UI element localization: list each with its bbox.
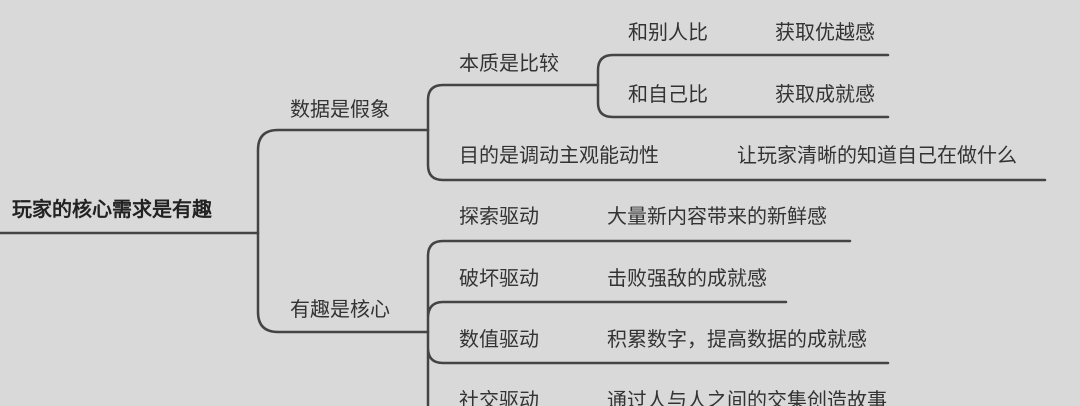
purpose-result-node: 让玩家清晰的知道自己在做什么 bbox=[737, 143, 1017, 167]
root-split-connector bbox=[256, 128, 430, 334]
driver-social-result: 通过人与人之间的交集创造故事 bbox=[607, 388, 887, 406]
branch-fun-node: 有趣是核心 bbox=[290, 297, 390, 321]
essence-node: 本质是比较 bbox=[459, 51, 559, 75]
compare-others-node: 和别人比 bbox=[628, 20, 708, 44]
driver-explore-result: 大量新内容带来的新鲜感 bbox=[607, 204, 827, 228]
root-node: 玩家的核心需求是有趣 bbox=[12, 197, 212, 221]
driver-destroy-node: 破坏驱动 bbox=[459, 266, 539, 290]
driver-numeric-node: 数值驱动 bbox=[459, 327, 539, 351]
driver-social-node: 社交驱动 bbox=[459, 388, 539, 406]
driver-explore-node: 探索驱动 bbox=[459, 204, 539, 228]
compare-self-node: 和自己比 bbox=[628, 82, 708, 106]
data-branch-connector bbox=[426, 83, 1047, 182]
essence-connector bbox=[596, 53, 890, 119]
achievement-node: 获取成就感 bbox=[775, 82, 875, 106]
superiority-node: 获取优越感 bbox=[775, 20, 875, 44]
fun-branch-connector bbox=[426, 239, 890, 406]
purpose-node: 目的是调动主观能动性 bbox=[459, 143, 659, 167]
driver-numeric-result: 积累数字，提高数据的成就感 bbox=[607, 327, 867, 351]
driver-destroy-result: 击败强敌的成就感 bbox=[607, 266, 767, 290]
branch-data-node: 数据是假象 bbox=[290, 97, 390, 121]
